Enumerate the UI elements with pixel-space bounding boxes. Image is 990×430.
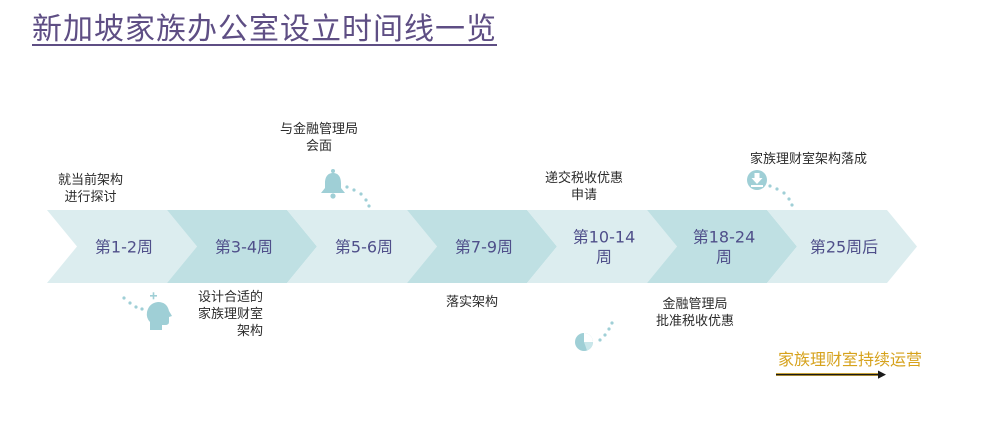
connector-dots	[122, 296, 144, 311]
annotation-line: 会面	[306, 139, 333, 154]
stage-label: 第1-2周	[95, 238, 153, 257]
annotation-design-structure: 设计合适的 家族理财室 架构	[198, 289, 263, 340]
timeline-chevron	[407, 210, 557, 283]
stage-label: 第25周后	[810, 238, 878, 257]
timeline-chevron	[527, 210, 677, 283]
annotation-line: 金融管理局	[662, 297, 728, 312]
timeline-chevron	[287, 210, 437, 283]
annotation-line: 申请	[571, 188, 598, 203]
timeline-chevrons: 第1-2周第3-4周第5-6周第7-9周第10-14周第18-24周第25周后	[47, 210, 917, 283]
annotation-line: 批准税收优惠	[656, 314, 735, 329]
stage-label: 第10-14	[573, 228, 636, 247]
annotation-line: 家族理财室	[198, 307, 264, 322]
download-icon	[747, 170, 767, 190]
annotation-finalize-structure: 落实架构	[446, 294, 498, 311]
stage-label: 第3-4周	[215, 238, 273, 257]
bell-icon	[321, 169, 345, 199]
timeline-chevron	[647, 210, 797, 283]
annotation-discuss-structure: 就当前架构 进行探讨	[58, 172, 123, 206]
annotation-submit-tax-application: 递交税收优惠 申请	[545, 170, 623, 204]
page-title: 新加坡家族办公室设立时间线一览	[32, 12, 497, 47]
annotation-line: 与金融管理局	[280, 122, 359, 137]
timeline-chevron	[167, 210, 317, 283]
stage-label: 第5-6周	[335, 238, 393, 257]
connector-dots	[598, 321, 614, 342]
annotation-line: 就当前架构	[58, 173, 124, 188]
timeline-chevron	[47, 210, 197, 283]
connector-dots	[345, 185, 371, 208]
annotation-line: 家族理财室架构落成	[750, 152, 868, 167]
annotation-line: 进行探讨	[64, 190, 117, 205]
ongoing-operation-arrow	[776, 370, 886, 379]
connector-dots	[768, 184, 794, 207]
stage-label: 周	[596, 248, 612, 267]
timeline-chevron	[767, 210, 917, 283]
stage-label: 周	[716, 248, 732, 267]
annotation-office-established: 家族理财室架构落成	[750, 151, 867, 168]
annotation-mas-approval: 金融管理局 批准税收优惠	[656, 296, 734, 330]
stage-label: 第7-9周	[455, 238, 513, 257]
annotation-line: 架构	[237, 324, 264, 339]
annotation-meet-mas: 与金融管理局 会面	[280, 121, 358, 155]
head-icon	[146, 292, 172, 330]
annotation-line: 设计合适的	[198, 290, 264, 305]
stage-label: 第18-24	[693, 228, 756, 247]
pie-chart-icon	[575, 333, 593, 351]
annotation-line: 落实架构	[446, 295, 499, 310]
ongoing-operation-note: 家族理财室持续运营	[778, 350, 923, 369]
annotation-line: 递交税收优惠	[545, 171, 624, 186]
